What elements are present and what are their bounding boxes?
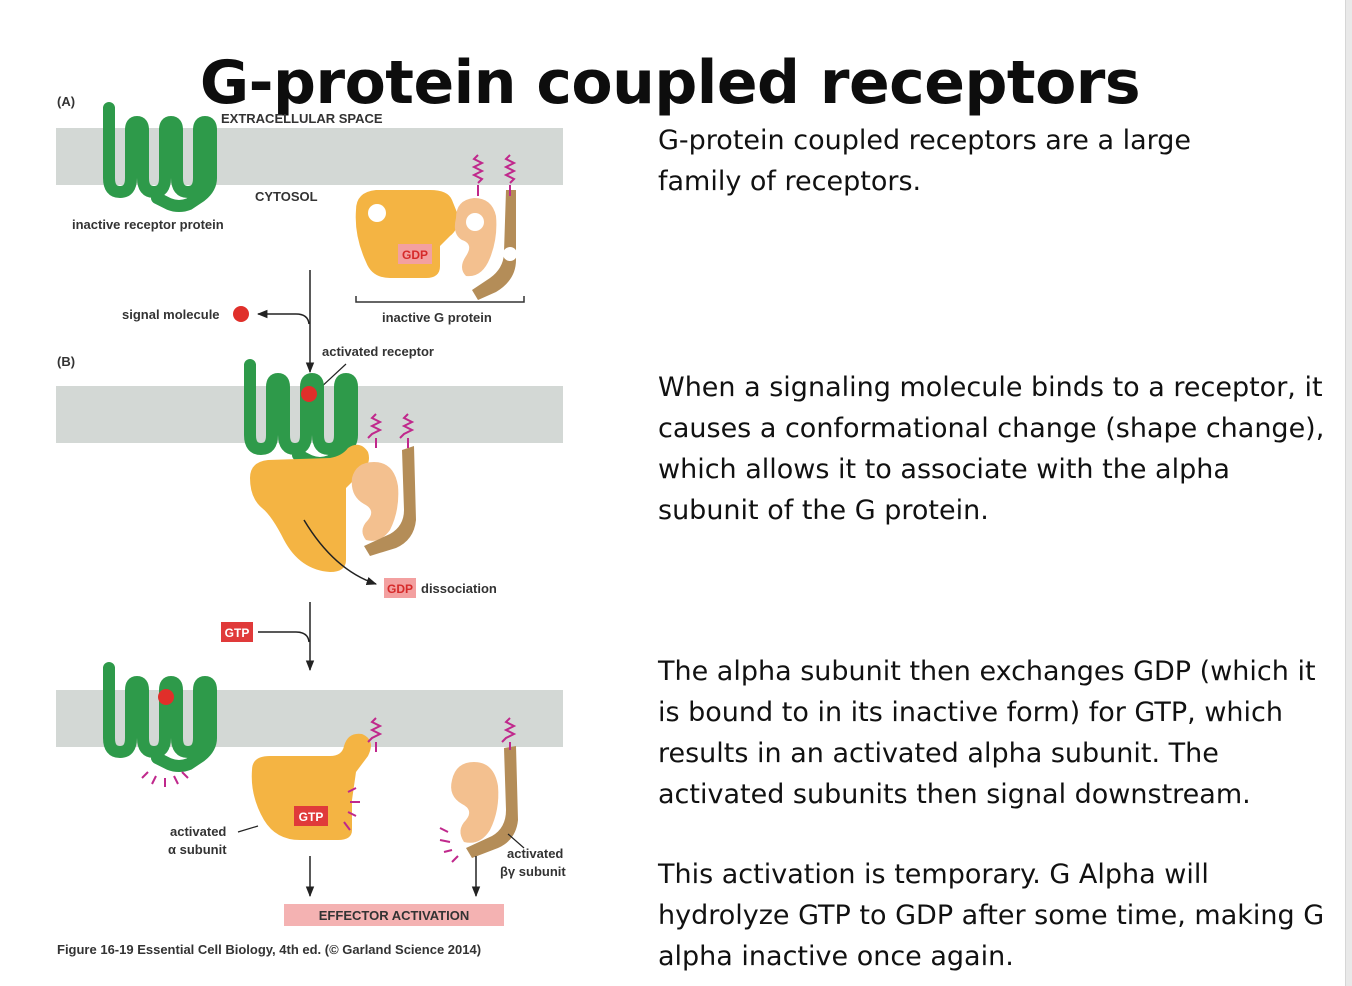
activated-receptor-label: activated receptor bbox=[322, 344, 434, 359]
activated-bg-label-2: βγ subunit bbox=[500, 864, 566, 879]
gtp-in-label: GTP bbox=[225, 626, 250, 640]
gtp-bound-label: GTP bbox=[299, 810, 324, 824]
gdp-label-a: GDP bbox=[402, 248, 428, 262]
extracellular-space-label: EXTRACELLULAR SPACE bbox=[221, 111, 383, 126]
panel-b-label: (B) bbox=[57, 354, 75, 369]
inactive-receptor-label: inactive receptor protein bbox=[72, 217, 224, 232]
gpcr-figure: (A) EXTRACELLULAR SPACE CYTOSOL inactive… bbox=[56, 94, 566, 957]
figure-caption: Figure 16-19 Essential Cell Biology, 4th… bbox=[57, 942, 481, 957]
activated-bg-label-1: activated bbox=[507, 846, 563, 861]
gdp-dissociation-badge-label: GDP bbox=[387, 582, 413, 596]
slide-right-edge bbox=[1345, 0, 1352, 986]
gtp-arrow bbox=[258, 631, 310, 643]
paragraph-4: This activation is temporary. G Alpha wi… bbox=[658, 859, 1325, 972]
gtp-badge-in bbox=[221, 622, 253, 642]
dissociation-label: dissociation bbox=[421, 581, 497, 596]
bound-signal-molecule bbox=[301, 386, 317, 402]
signal-molecule-label: signal molecule bbox=[122, 307, 220, 322]
slide-title: G-protein coupled receptors bbox=[199, 48, 1141, 119]
bg-pointer bbox=[507, 833, 525, 849]
activated-alpha-label-2: α subunit bbox=[168, 842, 227, 857]
gtp-badge-bound bbox=[294, 806, 328, 826]
g-protein-docked bbox=[250, 413, 416, 572]
activated-alpha-label-1: activated bbox=[170, 824, 226, 839]
g-protein-bracket bbox=[355, 296, 525, 303]
signal-molecule bbox=[233, 306, 249, 322]
paragraph-1: G-protein coupled receptors are a large … bbox=[658, 125, 1192, 197]
effector-activation-label: EFFECTOR ACTIVATION bbox=[319, 908, 469, 923]
paragraph-2: When a signaling molecule binds to a rec… bbox=[658, 372, 1325, 526]
activated-beta-gamma-subunit bbox=[439, 717, 518, 863]
inactive-g-protein-label: inactive G protein bbox=[382, 310, 492, 325]
bound-signal-molecule-final bbox=[158, 689, 174, 705]
activated-alpha-subunit: GTP bbox=[251, 717, 383, 840]
panel-a-label: (A) bbox=[57, 94, 75, 109]
paragraph-3: The alpha subunit then exchanges GDP (wh… bbox=[658, 656, 1316, 810]
alpha-pointer bbox=[237, 825, 259, 833]
cytosol-label: CYTOSOL bbox=[255, 189, 318, 204]
signal-arrow bbox=[256, 309, 310, 325]
gdp-badge-a bbox=[398, 244, 432, 264]
receptor-activation-spark bbox=[141, 771, 189, 787]
gdp-badge-b bbox=[384, 578, 416, 598]
gdp-release-arrow bbox=[303, 519, 377, 585]
effector-activation-band bbox=[284, 904, 504, 926]
inactive-g-protein: GDP bbox=[355, 154, 517, 300]
